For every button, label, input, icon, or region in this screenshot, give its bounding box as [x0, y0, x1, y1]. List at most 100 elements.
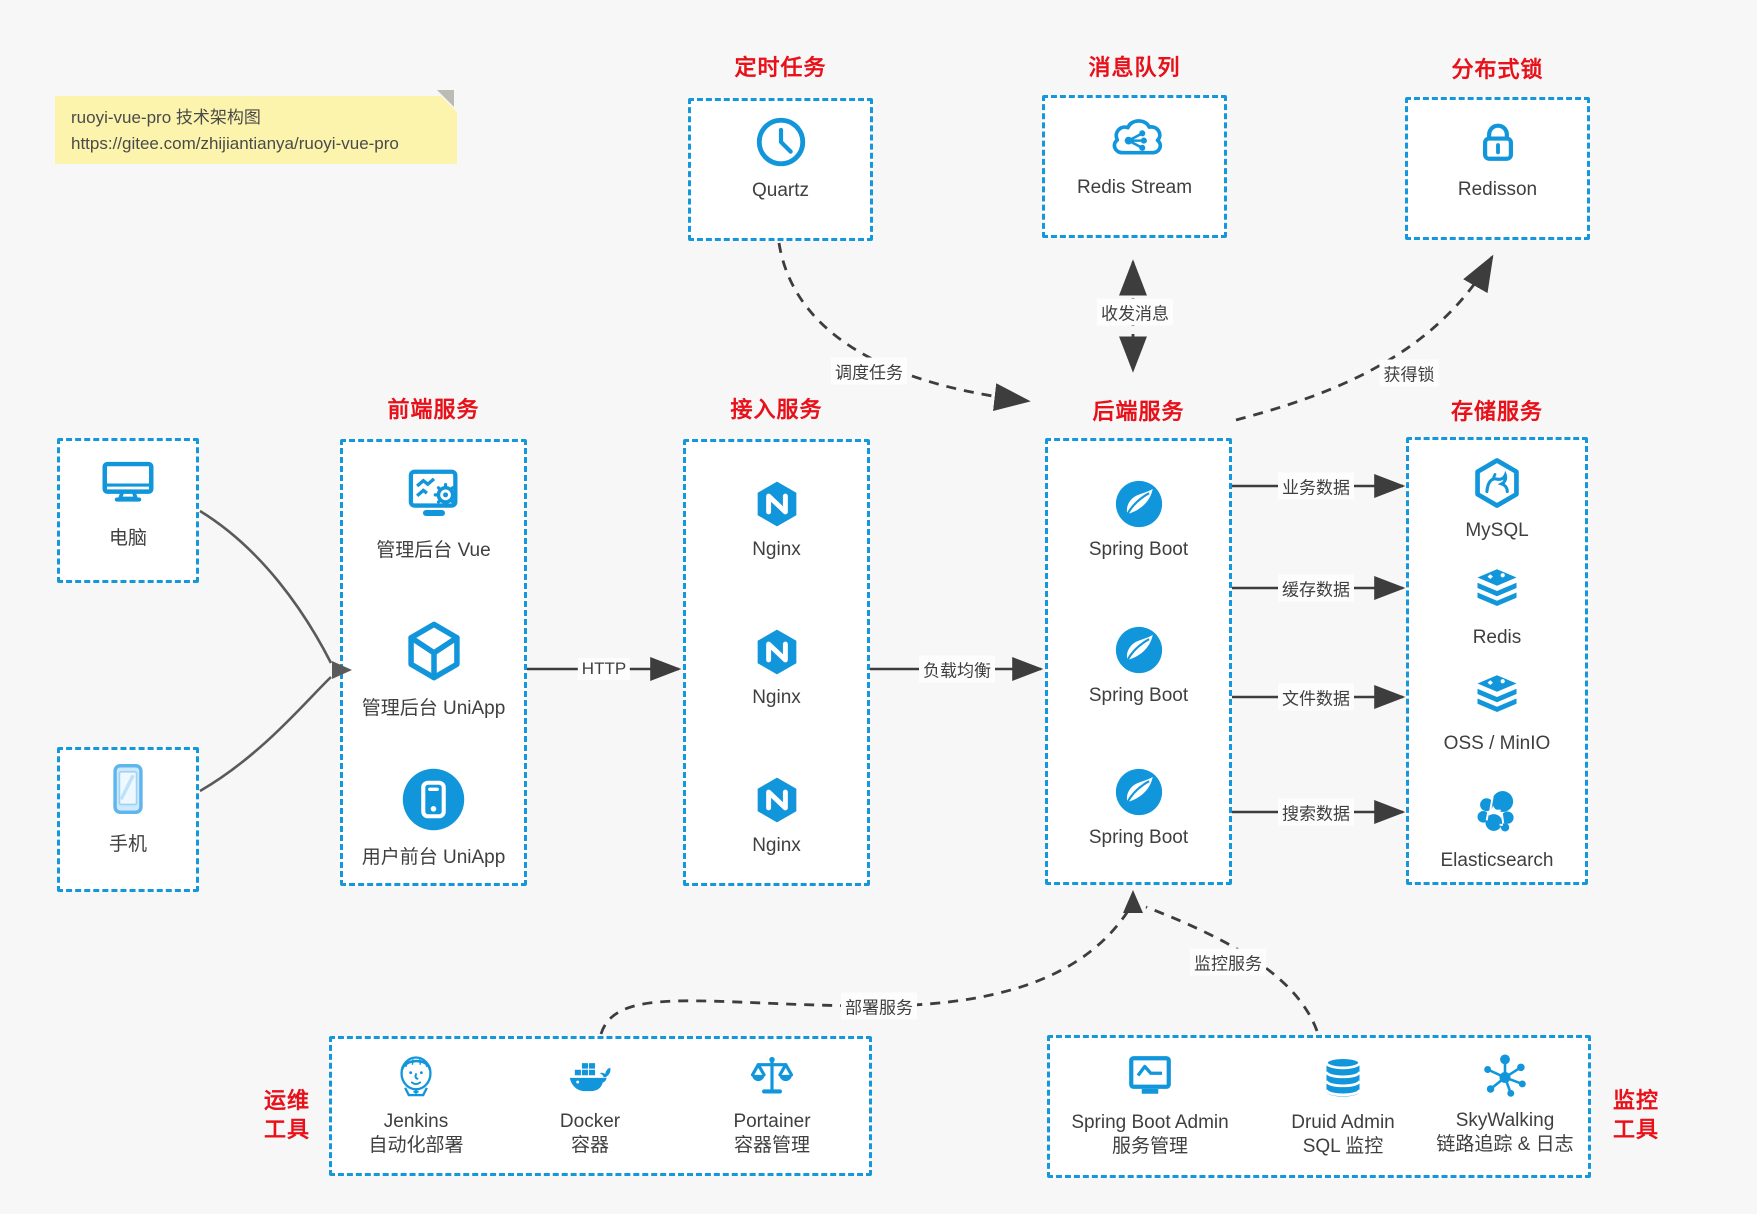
node-druid-admin: Druid Admin SQL 监控: [1243, 1050, 1443, 1159]
group-title-lock: 分布式锁: [1451, 57, 1544, 82]
clock-icon: [756, 117, 805, 167]
node-springboot-1: Spring Boot: [1045, 478, 1232, 561]
network-nodes-icon: [1484, 1054, 1526, 1097]
group-title-frontend: 前端服务: [387, 397, 480, 422]
desktop-icon: [102, 461, 154, 502]
nginx-icon: [757, 481, 796, 527]
node-label: Spring Boot: [1088, 827, 1189, 848]
backend-bottom-arrowhead: [1123, 890, 1143, 913]
node-label: Portainer: [733, 1111, 811, 1132]
note-url: https://gitee.com/zhijiantianya/ruoyi-vu…: [71, 133, 399, 153]
edge-label-search-data: 搜索数据: [1278, 798, 1354, 826]
node-docker: Docker 容器: [530, 1051, 650, 1158]
nginx-icon: [757, 777, 796, 823]
node-pc: 电脑: [57, 452, 199, 550]
node-label: Spring Boot: [1088, 685, 1189, 706]
group-title-gateway: 接入服务: [730, 397, 823, 422]
edge-label-load-balance: 负载均衡: [919, 655, 995, 683]
node-spring-boot-admin: Spring Boot Admin 服务管理: [1050, 1050, 1250, 1159]
node-label: Nginx: [752, 539, 801, 560]
node-label: 电脑: [108, 528, 147, 549]
node-quartz: Quartz: [688, 113, 873, 202]
node-springboot-2: Spring Boot: [1045, 624, 1232, 707]
node-jenkins: Jenkins 自动化部署: [356, 1051, 476, 1158]
node-sublabel: 自动化部署: [368, 1135, 464, 1156]
node-label: Elasticsearch: [1440, 850, 1554, 871]
jenkins-icon: [400, 1056, 432, 1097]
node-label: Nginx: [752, 835, 801, 856]
node-mysql: MySQL: [1406, 455, 1588, 542]
cube-icon: [407, 621, 460, 681]
note-title: ruoyi-vue-pro 技术架构图: [71, 108, 261, 127]
edge-label-cache-data: 缓存数据: [1278, 574, 1354, 602]
node-label: Nginx: [752, 687, 801, 708]
edge-label-http: HTTP: [577, 658, 631, 680]
node-portainer: Portainer 容器管理: [712, 1051, 832, 1158]
box-lock: [1405, 97, 1590, 240]
cloud-stream-icon: [1112, 119, 1162, 155]
node-sublabel: 链路追踪 & 日志: [1436, 1134, 1574, 1155]
spring-boot-icon: [1115, 480, 1162, 528]
node-label: 用户前台 UniApp: [361, 847, 506, 868]
node-label: 管理后台 UniApp: [361, 698, 506, 719]
node-sublabel: SQL 监控: [1302, 1136, 1384, 1157]
node-redis-stream: Redis Stream: [1042, 110, 1227, 199]
node-label: Redis Stream: [1076, 177, 1193, 198]
sticky-note: ruoyi-vue-pro 技术架构图 https://gitee.com/zh…: [55, 96, 457, 164]
node-label: OSS / MinIO: [1443, 733, 1551, 754]
group-title-scheduler: 定时任务: [734, 55, 827, 80]
node-springboot-3: Spring Boot: [1045, 766, 1232, 849]
node-label: Spring Boot Admin: [1071, 1112, 1229, 1133]
edge-label-file-data: 文件数据: [1278, 683, 1354, 711]
node-label: 管理后台 Vue: [376, 540, 491, 561]
group-title-storage: 存储服务: [1450, 399, 1543, 424]
group-title-ops: 运维 工具: [263, 1088, 310, 1142]
node-label: Quartz: [751, 180, 810, 201]
node-nginx-3: Nginx: [683, 774, 870, 857]
node-label: Docker: [559, 1111, 621, 1132]
smartphone-icon: [113, 764, 143, 814]
monitor-chart-icon: [1129, 1056, 1171, 1094]
node-nginx-2: Nginx: [683, 626, 870, 709]
node-label: Redis: [1472, 627, 1522, 648]
node-redis: Redis: [1406, 564, 1588, 649]
node-oss-minio: OSS / MinIO: [1406, 670, 1588, 755]
elasticsearch-icon: [1477, 791, 1514, 832]
edge-label-get-lock: 获得锁: [1379, 359, 1439, 387]
box-mq: [1042, 95, 1227, 238]
node-sublabel: 容器: [570, 1135, 609, 1156]
spring-boot-icon: [1115, 768, 1162, 816]
edge-pc-to-frontend: [199, 509, 333, 664]
node-admin-uniapp: 管理后台 UniApp: [340, 618, 527, 720]
node-label: Jenkins: [383, 1111, 449, 1132]
edge-label-message: 收发消息: [1097, 298, 1173, 326]
database-icon: [1325, 1056, 1361, 1097]
node-sublabel: 容器管理: [733, 1135, 810, 1156]
group-title-backend: 后端服务: [1092, 399, 1185, 424]
node-sublabel: 服务管理: [1111, 1136, 1188, 1157]
docker-icon: [569, 1063, 611, 1092]
node-label: SkyWalking: [1455, 1110, 1555, 1131]
node-mobile: 手机: [57, 758, 199, 856]
node-admin-vue: 管理后台 Vue: [340, 462, 527, 562]
note-fold-corner: [437, 90, 454, 107]
group-title-monitor: 监控 工具: [1612, 1088, 1659, 1142]
redis-stack-icon: [1477, 569, 1517, 606]
spring-boot-icon: [1115, 626, 1162, 674]
admin-vue-icon: [408, 469, 457, 517]
node-label: MySQL: [1465, 520, 1529, 541]
mysql-icon: [1475, 458, 1519, 508]
node-label: 手机: [108, 834, 147, 855]
node-elasticsearch: Elasticsearch: [1406, 783, 1588, 872]
node-label: Spring Boot: [1088, 539, 1189, 560]
edge-mobile-to-frontend: [199, 676, 332, 793]
edge-label-schedule: 调度任务: [831, 357, 907, 385]
node-skywalking: SkyWalking 链路追踪 & 日志: [1405, 1050, 1605, 1157]
nginx-icon: [757, 629, 796, 675]
storage-stack-icon: [1477, 675, 1517, 712]
edge-label-biz-data: 业务数据: [1278, 472, 1354, 500]
edge-label-deploy: 部署服务: [841, 992, 917, 1020]
phone-circle-icon: [402, 768, 465, 831]
lock-icon: [1482, 123, 1513, 161]
